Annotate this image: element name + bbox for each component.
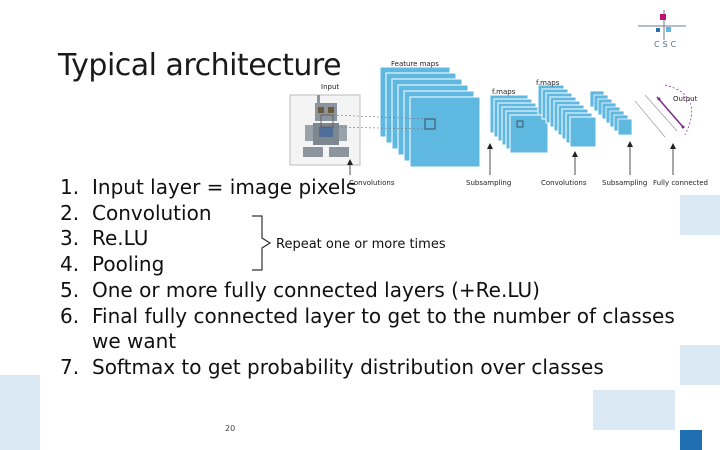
deco-square: [0, 375, 40, 450]
brace-icon: [252, 215, 272, 271]
list-text: One or more fully connected layers (+Re.…: [92, 277, 540, 302]
list-item: 7. Softmax to get probability distributi…: [60, 355, 680, 381]
deco-square: [680, 345, 720, 385]
page-number: 20: [225, 424, 236, 433]
page-title: Typical architecture: [58, 48, 342, 83]
label-subsampling-1: Subsampling: [466, 179, 512, 187]
logo-text: CSC: [654, 40, 680, 49]
list-number: 3.: [60, 226, 80, 251]
deco-square: [593, 390, 675, 430]
list-item: 3. Re.LU: [60, 226, 680, 252]
list-number: 5.: [60, 277, 80, 302]
list-text: Pooling: [92, 252, 165, 277]
deco-square: [680, 195, 720, 235]
list-text: Input layer = image pixels: [92, 175, 357, 199]
architecture-list: 1. Input layer = image pixels 2. Convolu…: [60, 175, 680, 381]
small-maps-stack: [589, 90, 633, 136]
robot-image: [303, 95, 349, 157]
label-output: Output: [673, 95, 698, 103]
csc-logo-icon: [638, 10, 686, 40]
fmaps-stack-1: [489, 94, 549, 154]
fmaps-stack-2: [537, 84, 597, 148]
list-text: Convolution: [92, 200, 212, 225]
list-text: Softmax to get probability distribution …: [92, 354, 604, 379]
list-number: 6.: [60, 303, 80, 328]
label-convolutions-1: Convolutions: [349, 179, 395, 187]
label-subsampling-2: Subsampling: [602, 179, 648, 187]
label-input: Input: [321, 83, 340, 91]
cnn-architecture-figure: Input Feature maps f.maps f.maps Output …: [285, 55, 710, 195]
list-number: 7.: [60, 354, 80, 379]
label-fmaps-1: f.maps: [492, 88, 516, 96]
list-number: 2.: [60, 200, 80, 225]
deco-square: [680, 430, 702, 450]
list-item: 6. Final fully connected layer to get to…: [60, 304, 680, 355]
list-number: 1.: [60, 175, 80, 199]
cnn-diagram: [289, 66, 693, 175]
label-convolutions-2: Convolutions: [541, 179, 587, 187]
feature-maps-stack: [379, 66, 481, 168]
label-feature-maps: Feature maps: [391, 60, 439, 68]
label-fully-connected: Fully connected: [653, 179, 708, 187]
list-item: 4. Pooling: [60, 252, 680, 278]
list-item: 1. Input layer = image pixels: [60, 175, 680, 201]
repeat-note: Repeat one or more times: [276, 237, 446, 252]
list-text: Final fully connected layer to get to th…: [92, 303, 675, 354]
label-fmaps-2: f.maps: [536, 79, 560, 87]
list-item: 5. One or more fully connected layers (+…: [60, 278, 680, 304]
list-number: 4.: [60, 252, 80, 277]
list-text: Re.LU: [92, 226, 149, 251]
list-item: 2. Convolution: [60, 201, 680, 227]
